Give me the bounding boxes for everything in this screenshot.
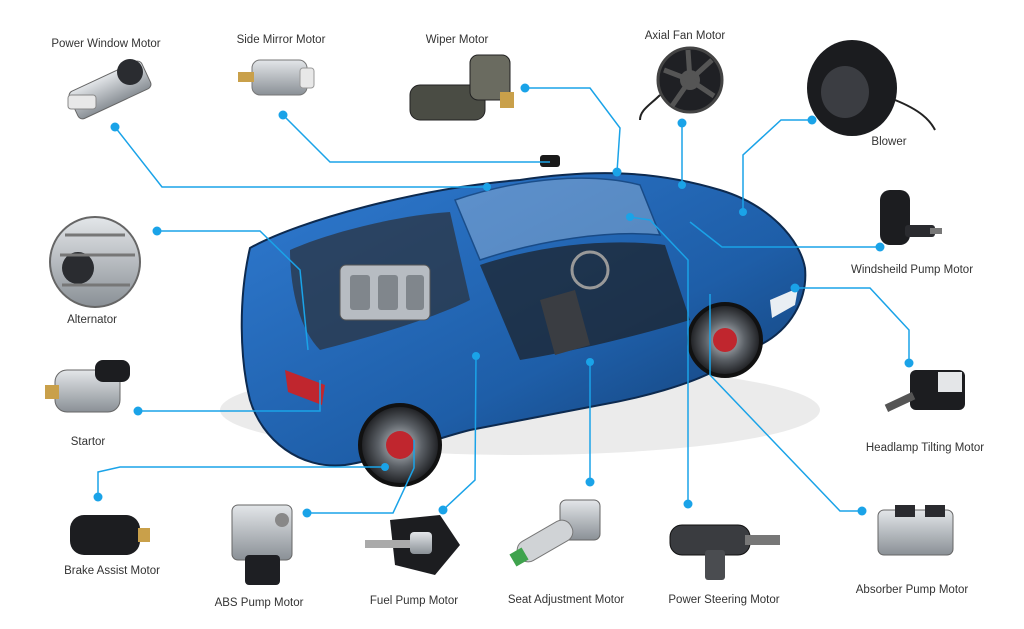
- car-interior: [480, 242, 690, 360]
- car-taillight: [285, 370, 325, 405]
- label-side-mirror-motor: Side Mirror Motor: [236, 34, 326, 46]
- car-side-mirror: [540, 155, 560, 167]
- axial-fan-motor-image: [639, 46, 724, 121]
- dot-fuel-pump-motor-end: [472, 352, 480, 360]
- blower-image: [807, 40, 936, 136]
- connector-blower: [742, 119, 812, 212]
- label-power-steering-motor: Power Steering Motor: [668, 594, 780, 606]
- side-mirror-motor-image: [238, 59, 315, 96]
- front-wheel: [687, 302, 763, 378]
- connector-alternator: [157, 230, 309, 351]
- rear-wheel: [358, 403, 442, 487]
- connector-startor: [138, 380, 321, 412]
- steering-wheel: [570, 250, 610, 290]
- connector-fuel-pump-motor: [442, 355, 477, 511]
- car-windshield: [453, 177, 662, 261]
- label-blower: Blower: [871, 136, 907, 148]
- label-brake-assist-motor: Brake Assist Motor: [64, 565, 160, 577]
- dot-absorber-pump-motor: [857, 506, 867, 516]
- headlamp-tilting-motor-image: [884, 370, 965, 412]
- dot-alternator: [152, 226, 162, 236]
- alternator-image: [49, 216, 141, 308]
- dot-headlamp-tilting-motor-end: [790, 283, 800, 293]
- dot-blower-end: [739, 208, 747, 216]
- dot-blower: [807, 115, 817, 125]
- connector-power-steering-motor: [629, 216, 689, 504]
- startor-image: [45, 360, 130, 413]
- label-alternator: Alternator: [67, 314, 117, 326]
- abs-pump-motor-image: [231, 504, 293, 585]
- dot-side-mirror-motor: [278, 110, 288, 120]
- label-axial-fan-motor: Axial Fan Motor: [644, 30, 726, 42]
- connector-windshield-pump-motor: [689, 221, 880, 248]
- brake-assist-motor-image: [70, 515, 150, 555]
- power-steering-motor-image: [669, 524, 780, 580]
- dot-fuel-pump-motor: [438, 505, 448, 515]
- dot-startor: [133, 406, 143, 416]
- engine-block: [339, 264, 431, 321]
- dot-brake-assist-motor: [93, 492, 103, 502]
- dot-wiper-motor-end: [612, 167, 622, 177]
- label-wiper-motor: Wiper Motor: [425, 34, 489, 46]
- connector-brake-assist-motor: [97, 466, 385, 497]
- car-headlight: [770, 288, 798, 318]
- car-seat: [540, 290, 590, 355]
- label-power-window-motor: Power Window Motor: [51, 38, 161, 50]
- dot-power-window-motor-end: [483, 183, 491, 191]
- connector-dots: [93, 83, 914, 518]
- dot-wiper-motor: [520, 83, 530, 93]
- car-cutaway-illustration: [220, 155, 820, 487]
- dot-power-window-motor: [110, 122, 120, 132]
- dot-brake-assist-motor-end: [381, 463, 389, 471]
- dot-power-steering-motor-end: [626, 213, 634, 221]
- connector-abs-pump-motor: [307, 440, 415, 514]
- power-window-motor-image: [67, 59, 152, 120]
- connector-power-window-motor: [114, 126, 487, 188]
- dot-headlamp-tilting-motor: [904, 358, 914, 368]
- windshield-pump-motor-image: [880, 190, 942, 245]
- connector-absorber-pump-motor: [709, 294, 862, 512]
- connector-side-mirror-motor: [282, 114, 550, 163]
- label-headlamp-tilting-motor: Headlamp Tilting Motor: [865, 442, 985, 454]
- label-fuel-pump-motor: Fuel Pump Motor: [369, 595, 459, 607]
- label-windshield-pump-motor: Windsheild Pump Motor: [850, 264, 974, 276]
- dot-seat-adjustment-motor: [585, 477, 595, 487]
- label-abs-pump-motor: ABS Pump Motor: [214, 597, 304, 609]
- connector-wiper-motor: [525, 87, 621, 173]
- dot-axial-fan-motor: [677, 118, 687, 128]
- absorber-pump-motor-image: [877, 505, 954, 556]
- label-seat-adjustment-motor: Seat Adjustment Motor: [507, 594, 625, 606]
- dot-power-steering-motor: [683, 499, 693, 509]
- dot-seat-adjustment-motor-end: [586, 358, 594, 366]
- label-absorber-pump-motor: Absorber Pump Motor: [855, 584, 969, 596]
- connector-headlamp-tilting-motor: [795, 287, 910, 363]
- dot-windshield-pump-motor: [875, 242, 885, 252]
- fuel-pump-motor-image: [365, 515, 460, 575]
- dot-abs-pump-motor: [302, 508, 312, 518]
- label-startor: Startor: [70, 436, 106, 448]
- seat-adjustment-motor-image: [509, 499, 601, 567]
- wiper-motor-image: [409, 54, 514, 121]
- dot-axial-fan-motor-end: [678, 181, 686, 189]
- connector-lines: [97, 87, 910, 514]
